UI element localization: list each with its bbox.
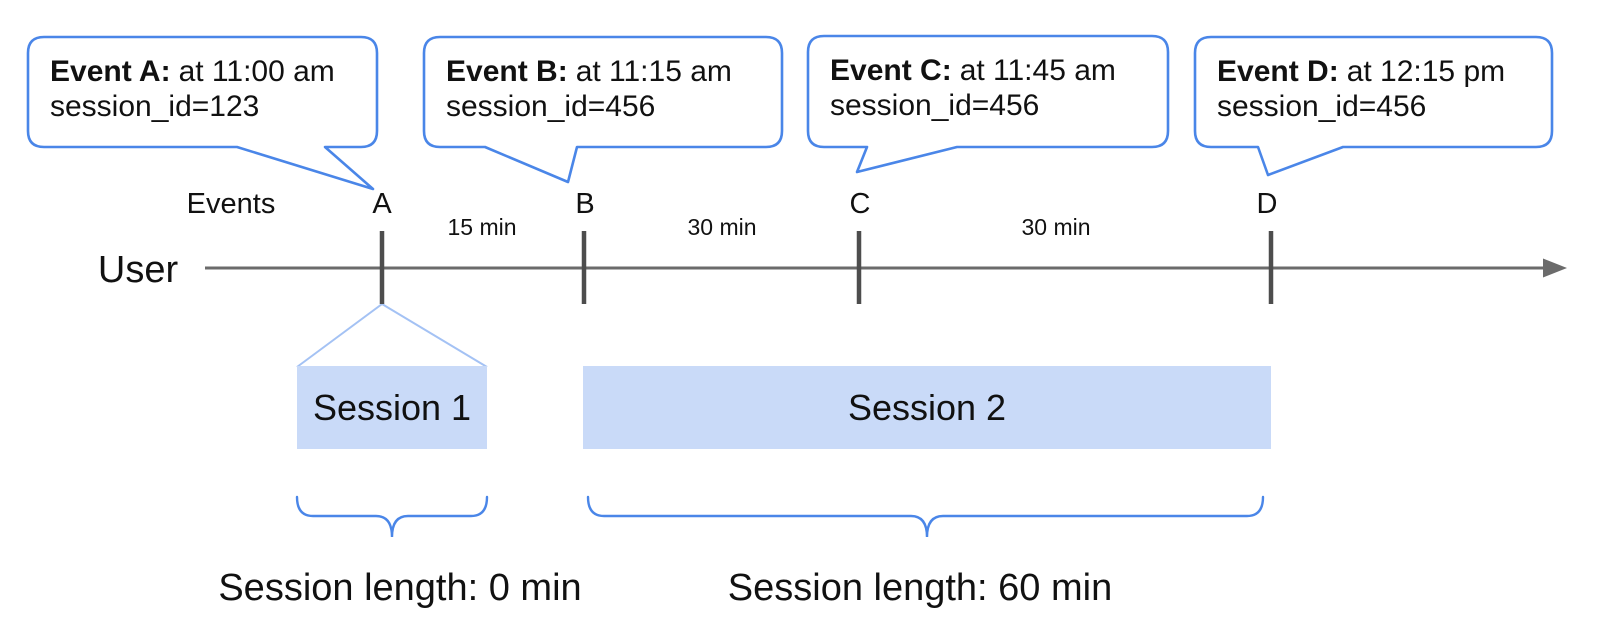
interval-b-c-label: 30 min [687, 214, 757, 240]
event-mark-d: D [1256, 188, 1278, 220]
event-mark-b: B [575, 188, 595, 220]
event-d-callout: Event D:at 12:15 pm session_id=456 [1217, 54, 1505, 124]
event-c-session-id: session_id=456 [830, 89, 1040, 122]
speech-bubble-c-shape [806, 34, 1170, 174]
session1-length-label: Session length: 0 min [218, 567, 582, 609]
speech-bubble-d-shape [1193, 35, 1554, 177]
speech-bubble-a-shape [26, 35, 379, 191]
event-b-session-id: session_id=456 [446, 90, 656, 123]
session1-brace [295, 495, 489, 538]
event-d-callout-line1: Event D:at 12:15 pm [1217, 54, 1505, 89]
event-mark-c: C [849, 188, 871, 220]
interval-a-b-label: 15 min [447, 214, 517, 240]
event-b-callout: Event B:at 11:15 am session_id=456 [446, 54, 732, 124]
session2-box: Session 2 [583, 366, 1271, 449]
event-mark-a: A [372, 188, 392, 220]
event-a-callout: Event A:at 11:00 am session_id=123 [50, 54, 335, 124]
speech-bubble-b-shape [422, 35, 784, 184]
event-a-title: Event A: [50, 55, 171, 88]
event-d-time: at 12:15 pm [1346, 55, 1506, 88]
event-b-callout-line1: Event B:at 11:15 am [446, 54, 732, 89]
session1-funnel-left-line [296, 303, 383, 368]
event-b-title: Event B: [446, 55, 568, 88]
event-a-time: at 11:00 am [178, 55, 335, 88]
event-a-session-id: session_id=123 [50, 90, 260, 123]
event-a-callout-line1: Event A:at 11:00 am [50, 54, 335, 89]
event-d-session-id: session_id=456 [1217, 90, 1427, 123]
session2-label: Session 2 [847, 386, 1007, 428]
event-c-title: Event C: [830, 54, 952, 87]
interval-c-d-label: 30 min [1021, 214, 1091, 240]
event-c-time: at 11:45 am [959, 54, 1116, 87]
session1-funnel-right-line [381, 303, 488, 368]
event-d-title: Event D: [1217, 55, 1339, 88]
event-c-callout: Event C:at 11:45 am session_id=456 [830, 53, 1116, 123]
session2-length-label: Session length: 60 min [727, 567, 1113, 609]
session1-label: Session 1 [312, 386, 472, 428]
user-axis-label: User [97, 249, 179, 291]
timeline-arrowhead-icon [1543, 258, 1567, 278]
session2-brace [586, 495, 1265, 538]
session1-box: Session 1 [297, 366, 487, 449]
event-b-time: at 11:15 am [575, 55, 732, 88]
event-c-callout-line1: Event C:at 11:45 am [830, 53, 1116, 88]
events-axis-label: Events [186, 188, 276, 220]
